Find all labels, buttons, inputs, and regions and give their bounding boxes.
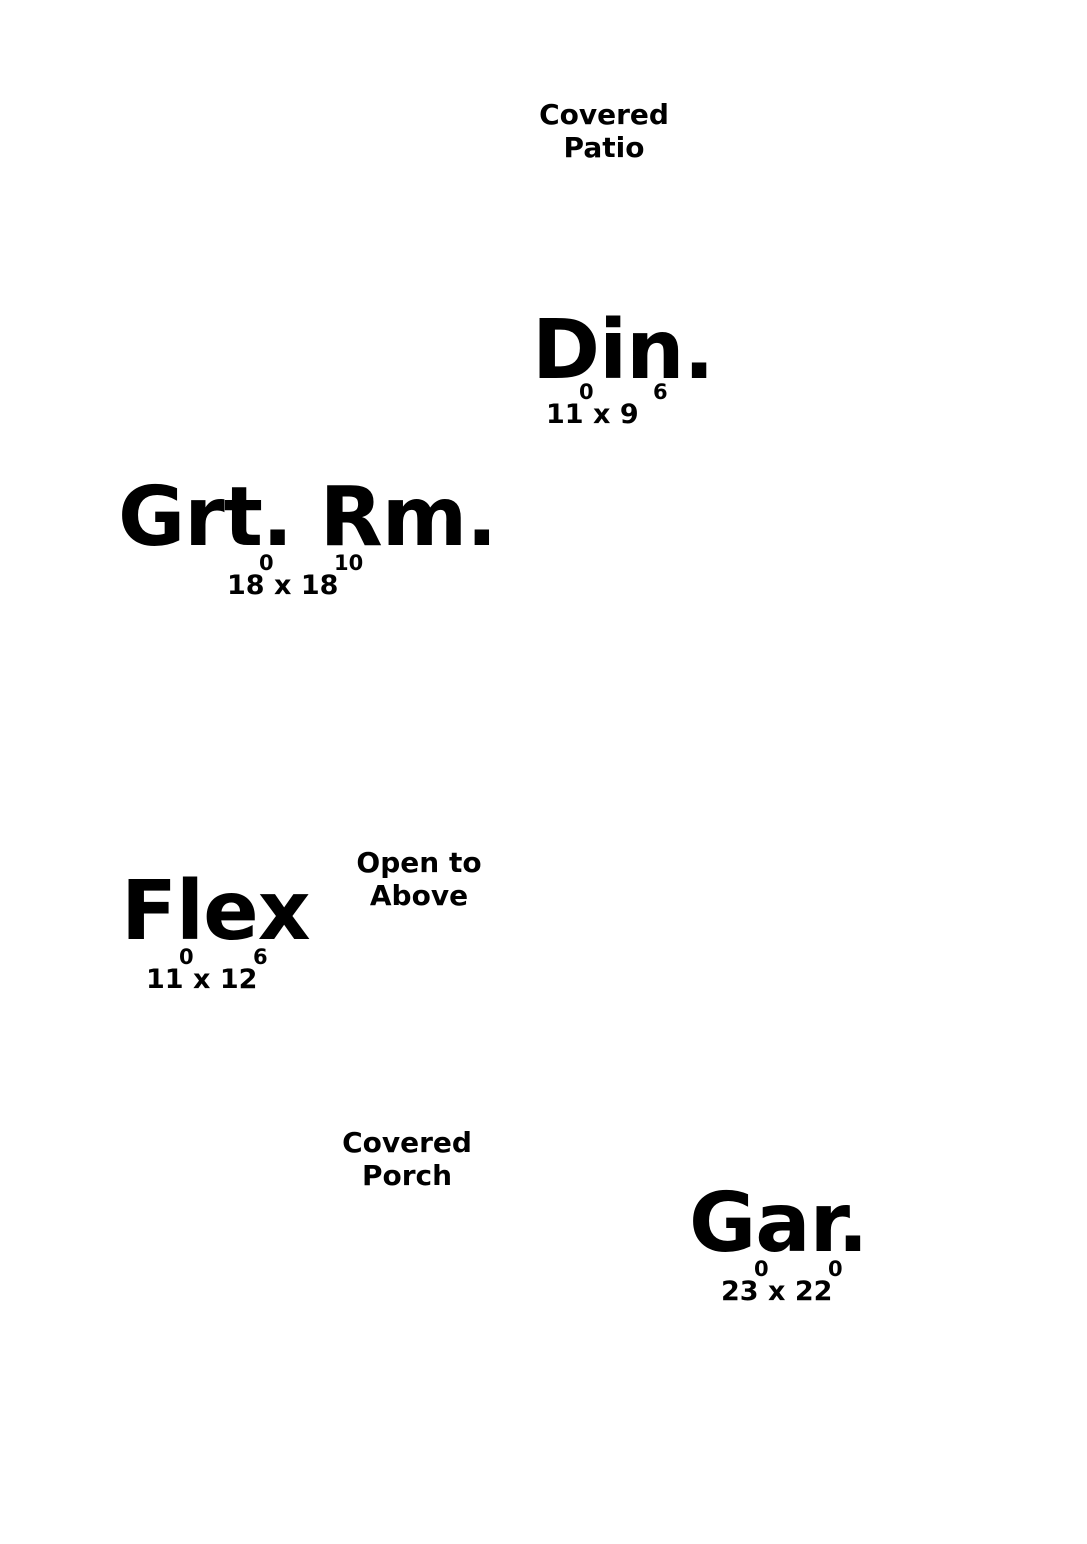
garage-dim-b-inches: 0 xyxy=(828,1257,843,1281)
garage-dimensions: 23 x 22 xyxy=(721,1278,832,1305)
garage-dim-a-inches: 0 xyxy=(754,1257,769,1281)
open-to-above-line2: Above xyxy=(369,879,469,912)
great-room-dimensions: 18 x 18 xyxy=(227,572,338,599)
flex-dim-a: 11 xyxy=(146,964,184,995)
flex-dim-x: x xyxy=(192,964,211,995)
covered-porch-line2: Porch xyxy=(361,1159,453,1192)
great-room-dim-b: 18 xyxy=(300,570,339,601)
flex-room-dimensions: 11 x 12 xyxy=(146,966,257,993)
dining-dim-a: 11 xyxy=(546,399,584,430)
garage-dim-a: 23 xyxy=(721,1276,759,1307)
covered-patio-line1: Covered xyxy=(539,98,669,131)
great-room-dim-x: x xyxy=(273,570,292,601)
great-room-name: Grt. Rm. xyxy=(118,470,497,565)
open-to-above-label: Open to Above xyxy=(349,846,489,912)
dining-room-dimensions: 11 x 9 xyxy=(546,401,639,428)
garage-dim-x: x xyxy=(767,1276,786,1307)
covered-porch-line1: Covered xyxy=(342,1126,472,1159)
great-room-dim-a: 18 xyxy=(227,570,265,601)
flex-dim-b: 12 xyxy=(219,964,258,995)
dining-dim-b: 9 xyxy=(619,399,639,430)
covered-porch-label: Covered Porch xyxy=(337,1126,477,1192)
great-room-dim-a-inches: 0 xyxy=(259,551,274,575)
dining-dim-a-inches: 0 xyxy=(579,380,594,404)
flex-dim-b-inches: 6 xyxy=(253,945,268,969)
dining-dim-x: x xyxy=(592,399,611,430)
dining-room-name: Din. xyxy=(532,303,715,398)
flex-room-name: Flex xyxy=(121,864,311,959)
great-room-dim-b-inches: 10 xyxy=(334,551,364,575)
covered-patio-label: Covered Patio xyxy=(534,98,674,164)
flex-dim-a-inches: 0 xyxy=(179,945,194,969)
dining-dim-b-inches: 6 xyxy=(653,380,668,404)
garage-dim-b: 22 xyxy=(794,1276,833,1307)
open-to-above-line1: Open to xyxy=(356,846,482,879)
covered-patio-line2: Patio xyxy=(563,131,645,164)
garage-name: Gar. xyxy=(689,1176,869,1271)
